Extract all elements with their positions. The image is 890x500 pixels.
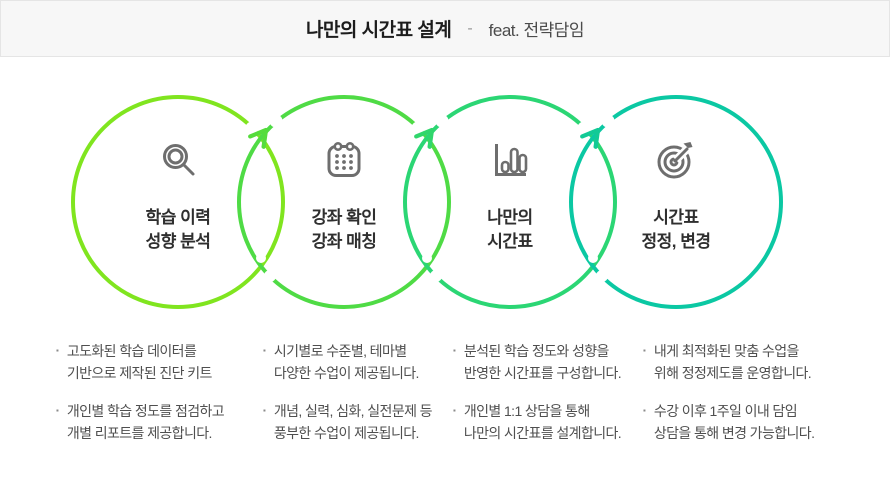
bullet-marker: ▪ (56, 406, 59, 415)
bullet-marker: ▪ (263, 346, 266, 355)
bar-chart-icon (495, 144, 528, 176)
ring-gap-masks-1 (245, 114, 283, 282)
stage-circle-3 (403, 95, 617, 309)
bullet-marker: ▪ (643, 346, 646, 355)
calendar-icon (327, 142, 361, 177)
bullet-marker: ▪ (643, 406, 646, 415)
stage-circle-4 (569, 95, 783, 309)
bullet-marker: ▪ (56, 346, 59, 355)
flow-arrow-2-icon (414, 127, 435, 149)
ring-gap-masks-2 (411, 114, 449, 282)
flow-arrow-1-icon (248, 127, 269, 149)
bullet-marker: ▪ (453, 406, 456, 415)
page-subtitle: feat. 전략담임 (488, 21, 585, 40)
target-icon (657, 139, 698, 179)
page-title: 나만의 시간표 설계 (305, 20, 452, 41)
bullet-marker: ▪ (453, 346, 456, 355)
rings-and-arrows-graphic (71, 95, 783, 309)
stage-circle-1 (71, 95, 285, 309)
search-icon (163, 144, 195, 176)
target-dart-fletching (683, 142, 693, 148)
header: 나만의 시간표 설계 - feat. 전략담임 (0, 0, 890, 57)
bullet-marker: ▪ (263, 406, 266, 415)
title-separator: - (467, 19, 473, 37)
flow-arrow-3-icon (580, 127, 601, 149)
stage-circle-2 (237, 95, 451, 309)
ring-gap-masks-3 (577, 114, 615, 282)
